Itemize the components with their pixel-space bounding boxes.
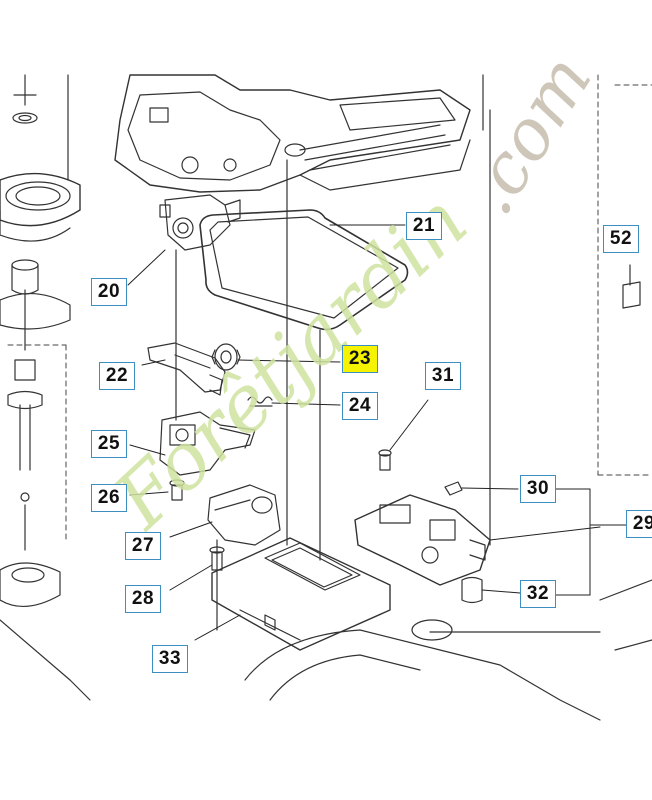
callout-22[interactable]: 22	[99, 362, 135, 390]
callout-23[interactable]: 23	[342, 345, 378, 373]
callout-20[interactable]: 20	[91, 278, 127, 306]
upper-housing	[114, 74, 484, 193]
leader-lines	[127, 224, 629, 641]
callout-21[interactable]: 21	[406, 212, 442, 240]
callout-30[interactable]: 30	[520, 475, 556, 503]
callout-29[interactable]: 29	[626, 510, 652, 538]
lever-part	[147, 342, 226, 396]
callout-52[interactable]: 52	[603, 225, 639, 253]
switch-block-part	[207, 484, 281, 546]
switch-part	[159, 194, 241, 251]
callout-25[interactable]: 25	[91, 430, 127, 458]
screw-parts	[169, 479, 225, 571]
display-panel-part	[211, 537, 391, 651]
callout-31[interactable]: 31	[425, 362, 461, 390]
callout-28[interactable]: 28	[125, 585, 161, 613]
gear-part	[211, 343, 241, 371]
callout-27[interactable]: 27	[125, 532, 161, 560]
left-shaft-assembly	[0, 74, 91, 701]
spring-part	[247, 396, 273, 407]
lower-base	[244, 579, 652, 721]
callout-24[interactable]: 24	[342, 392, 378, 420]
dashed-frames	[7, 74, 652, 541]
callout-26[interactable]: 26	[91, 484, 127, 512]
gasket-frame	[199, 209, 409, 331]
guide-lines	[175, 109, 491, 631]
callout-32[interactable]: 32	[520, 580, 556, 608]
bracket-part	[159, 411, 256, 476]
callout-33[interactable]: 33	[152, 645, 188, 673]
sensor-assembly-part	[354, 449, 491, 604]
clip-part	[622, 264, 641, 309]
